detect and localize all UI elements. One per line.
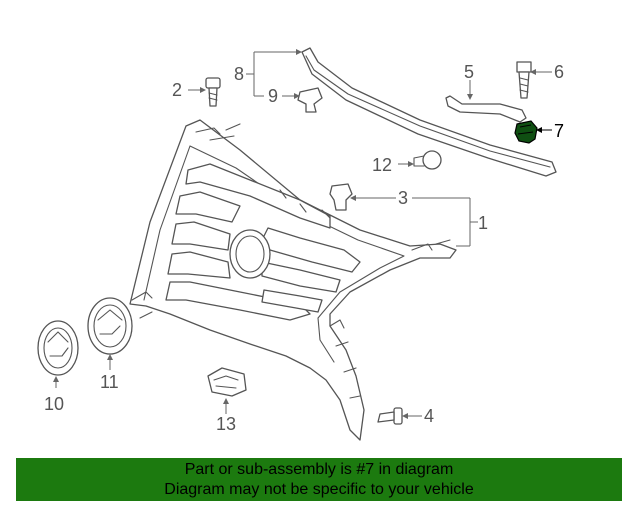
callout-13: 13 — [216, 414, 236, 434]
sensor-bracket-part-13[interactable] — [207, 367, 247, 397]
upper-molding-part-8[interactable] — [301, 47, 557, 177]
screw-part-2[interactable] — [205, 77, 221, 107]
callout-labels: 1 2 3 4 5 6 7 8 9 10 11 12 13 — [44, 62, 564, 434]
clip-part-3[interactable] — [329, 183, 353, 211]
callout-6: 6 — [554, 62, 564, 82]
callout-7: 7 — [554, 121, 564, 141]
bracket-part-5[interactable] — [445, 95, 527, 123]
bolt-part-12[interactable] — [413, 150, 442, 170]
banner-line-2: Diagram may not be specific to your vehi… — [164, 481, 474, 498]
callout-10: 10 — [44, 394, 64, 414]
callout-9: 9 — [268, 86, 278, 106]
banner-line-1: Part or sub-assembly is #7 in diagram — [184, 461, 454, 478]
callout-3: 3 — [398, 188, 408, 208]
emblem-part-11[interactable] — [87, 297, 133, 355]
info-banner: Part or sub-assembly is #7 in diagram Di… — [16, 458, 622, 501]
screw-part-4[interactable] — [377, 407, 403, 425]
radiator-grille-part-1[interactable] — [129, 119, 457, 441]
clip-part-9[interactable] — [297, 87, 323, 113]
callout-leaders — [53, 49, 552, 419]
callout-12: 12 — [372, 155, 392, 175]
parts-diagram: 1 2 3 4 5 6 7 8 9 10 11 12 13 — [37, 47, 564, 441]
callout-8: 8 — [234, 64, 244, 84]
callout-4: 4 — [424, 406, 434, 426]
emblem-part-10[interactable] — [37, 320, 79, 376]
callout-2: 2 — [172, 80, 182, 100]
clip-part-7[interactable] — [514, 120, 538, 144]
callout-1: 1 — [478, 213, 488, 233]
bolt-part-6[interactable] — [516, 61, 532, 99]
callout-5: 5 — [464, 62, 474, 82]
callout-11: 11 — [100, 372, 119, 392]
